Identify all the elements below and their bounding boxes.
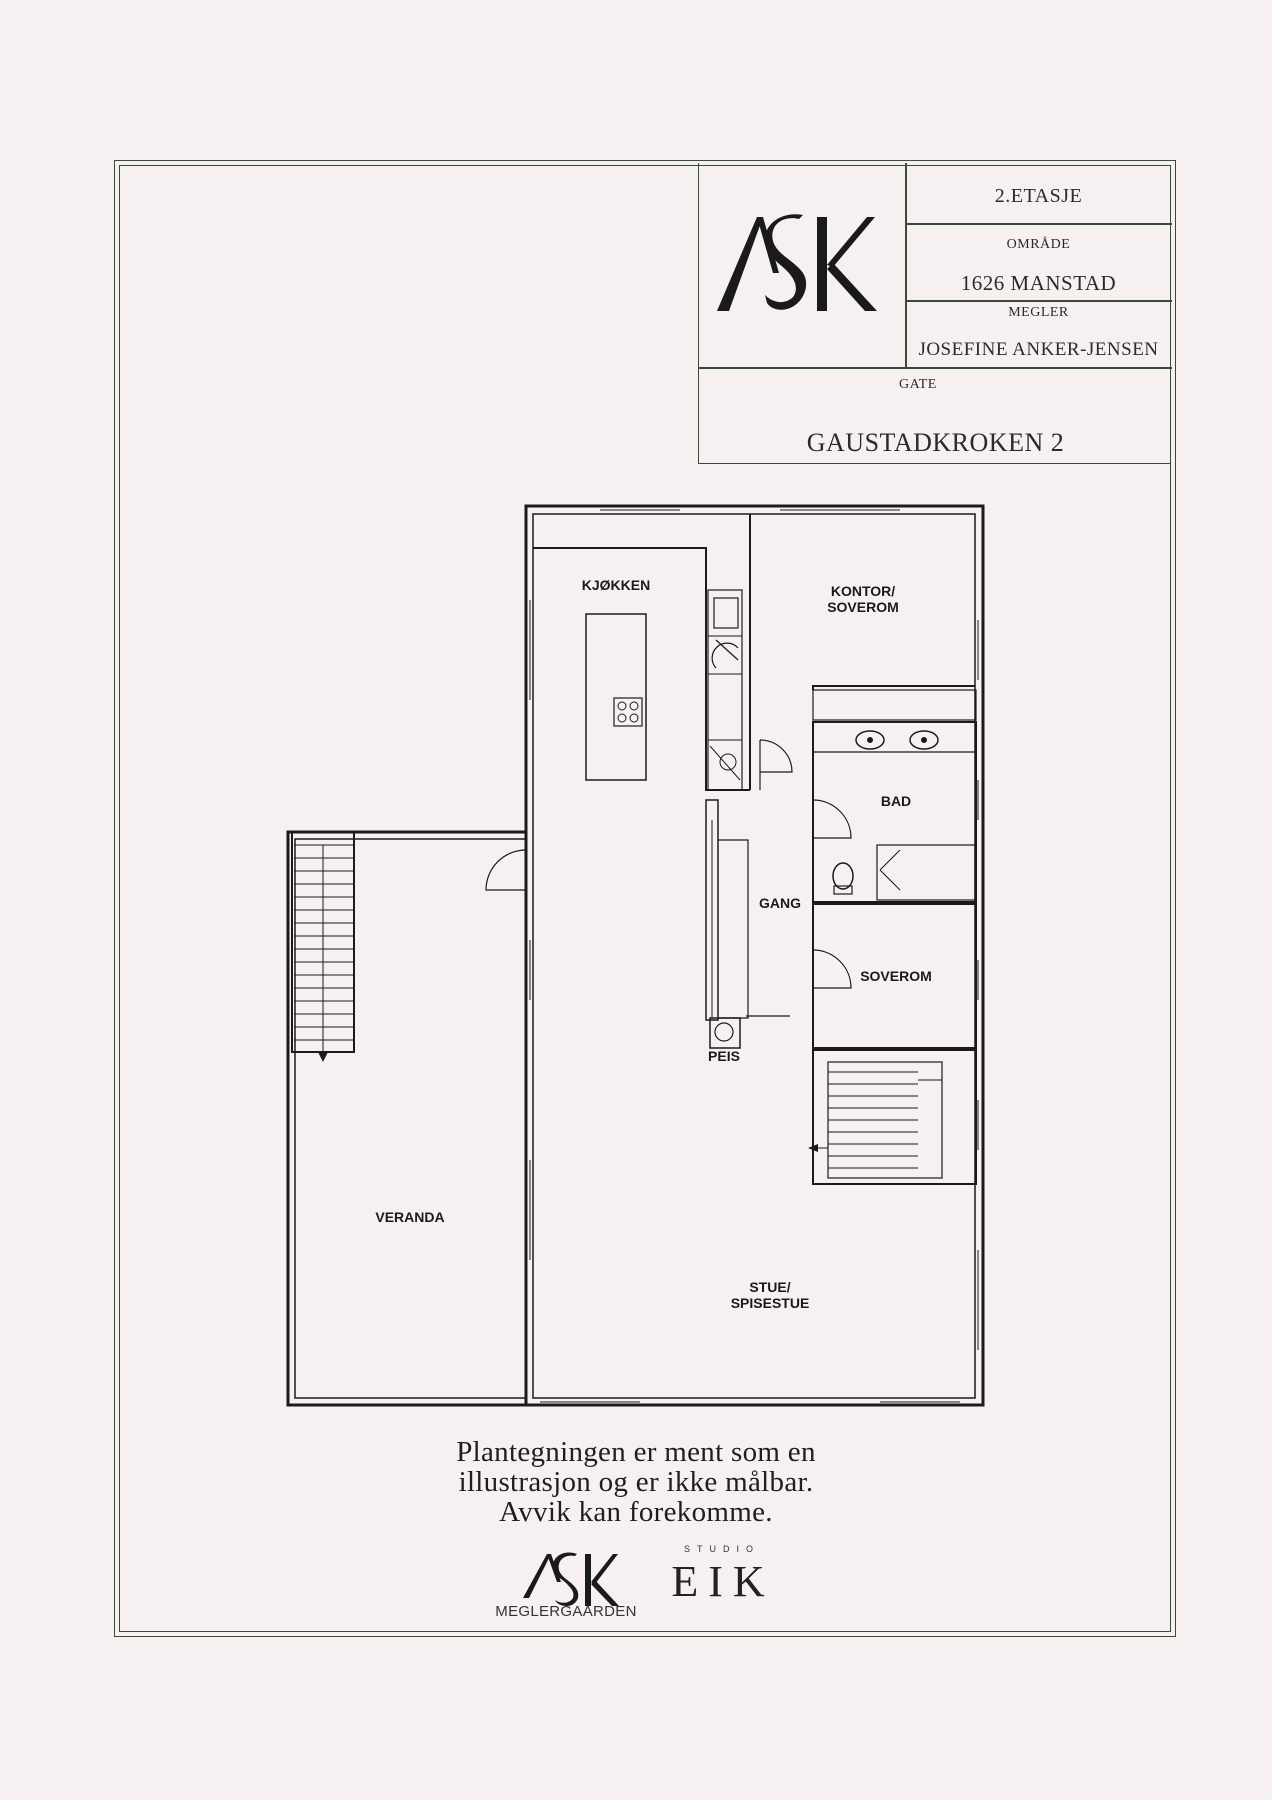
area-value: 1626 MANSTAD — [960, 271, 1117, 295]
room-label-hallway: GANG — [759, 895, 801, 911]
disclaimer-line-3: Avvik kan forekomme. — [499, 1496, 773, 1528]
street-value: GAUSTADKROKEN 2 — [806, 428, 1065, 457]
room-label-bathroom: BAD — [881, 793, 911, 809]
title-block: 2.ETASJE OMRÅDE 1626 MANSTAD MEGLER JOSE… — [698, 163, 1172, 464]
room-label-kitchen: KJØKKEN — [582, 577, 650, 593]
outer-frame — [114, 160, 1176, 1637]
floor-label: 2.ETASJE — [994, 185, 1083, 207]
inner-frame — [119, 165, 1171, 1632]
room-label-office-2: SOVEROM — [827, 599, 899, 615]
agent-label: MEGLER — [1008, 305, 1069, 320]
room-label-living-2: SPISESTUE — [731, 1295, 810, 1311]
room-label-veranda: VERANDA — [375, 1209, 444, 1225]
disclaimer-line-1: Plantegningen er ment som en — [456, 1436, 816, 1468]
room-label-bedroom: SOVEROM — [860, 968, 932, 984]
room-label-fireplace: PEIS — [708, 1048, 740, 1064]
disclaimer-line-2: illustrasjon og er ikke målbar. — [458, 1466, 814, 1498]
meglergaarden-label: MEGLERGAARDEN — [495, 1603, 637, 1620]
area-label: OMRÅDE — [1006, 237, 1071, 252]
studio-label: STUDIO — [683, 1544, 760, 1554]
eik-logo: EIK — [671, 1557, 775, 1606]
room-label-living-1: STUE/ — [749, 1279, 790, 1295]
agent-value: JOSEFINE ANKER-JENSEN — [918, 339, 1159, 360]
ask-logo-icon — [717, 214, 877, 311]
ask-footer-logo-icon — [523, 1552, 619, 1606]
room-label-office-1: KONTOR/ — [831, 583, 895, 599]
disclaimer: Plantegningen er ment som en illustrasjo… — [0, 1437, 1272, 1527]
